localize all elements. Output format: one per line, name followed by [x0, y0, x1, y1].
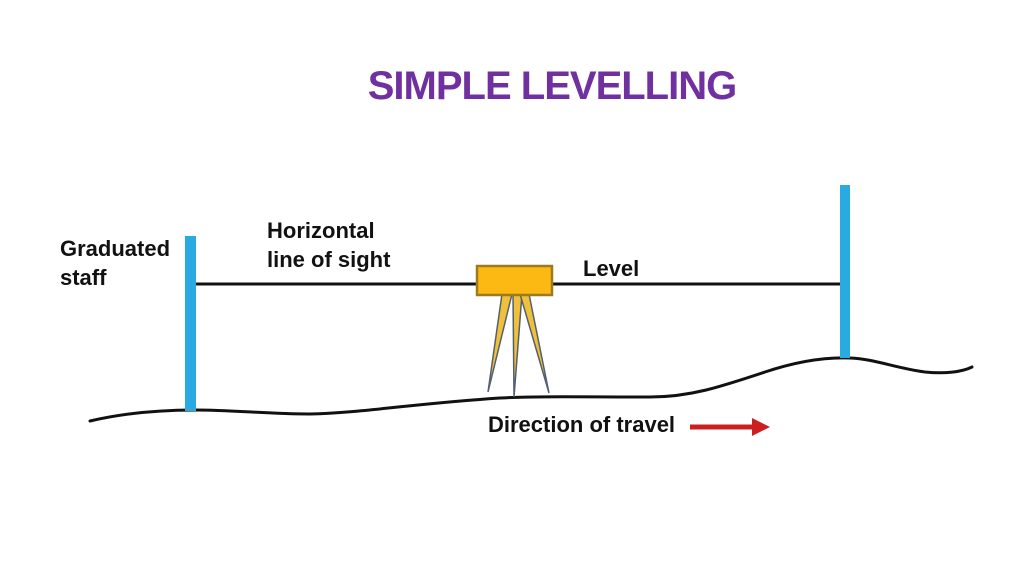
tripod-leg-middle	[512, 293, 523, 398]
level-label: Level	[583, 256, 640, 281]
tripod-leg-right	[518, 293, 550, 394]
slide-title: SIMPLE LEVELLING	[367, 64, 737, 108]
ground-profile-line	[88, 356, 974, 423]
graduated-staff-right	[840, 185, 850, 358]
graduated-staff-left	[185, 236, 196, 411]
tripod-leg-left	[487, 293, 513, 393]
horizontal-line-of-sight-label: Horizontal line of sight	[267, 218, 391, 272]
direction-of-travel-label: Direction of travel	[488, 412, 676, 437]
level-instrument-body	[475, 264, 554, 297]
graduated-staff-label: Graduated staff	[60, 236, 171, 290]
direction-arrow-head-icon	[752, 418, 770, 436]
